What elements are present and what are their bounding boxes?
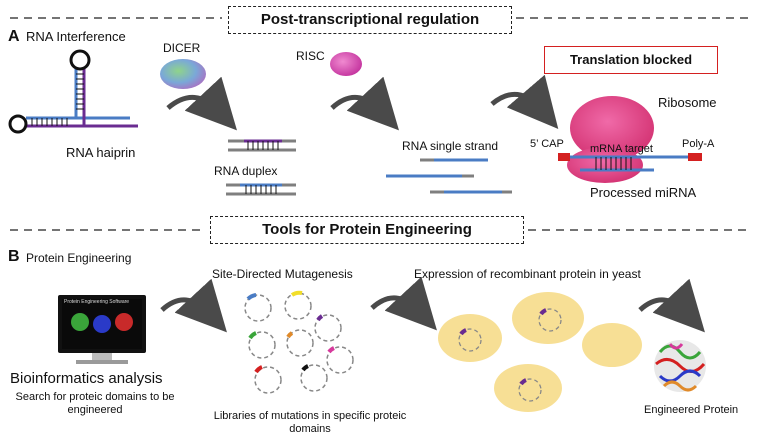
bioinfo-title: Bioinformatics analysis	[10, 370, 163, 387]
curved-arrow-icon	[490, 74, 559, 129]
libraries-label: Libraries of mutations in specific prote…	[213, 410, 407, 435]
translation-blocked-box: Translation blocked	[544, 46, 718, 74]
panel-b-letter: B	[8, 248, 20, 265]
computer-monitor-icon	[58, 295, 146, 364]
curved-arrow-icon	[638, 278, 705, 333]
cap-label: 5’ CAP	[530, 138, 564, 150]
single-strand-label: RNA single strand	[402, 139, 499, 153]
ribosome-complex	[558, 96, 702, 183]
bioinfo-description: Search for proteic domains to be enginee…	[15, 391, 175, 416]
rna-hairpin	[8, 49, 138, 134]
plasmid-library	[244, 292, 354, 394]
mrna-target-label: mRNA target	[590, 143, 653, 155]
dicer-label: DICER	[163, 41, 201, 55]
expression-label: Expression of recombinant protein in yea…	[414, 267, 641, 281]
engineered-protein	[654, 340, 706, 392]
risc-complex	[330, 52, 362, 76]
rna-duplex-purple	[228, 139, 296, 152]
mutation-markers	[246, 290, 335, 374]
polya-label: Poly-A	[682, 138, 715, 150]
ribosome-label: Ribosome	[658, 95, 717, 110]
curved-arrow-icon	[370, 276, 437, 331]
rna-duplex-blue	[226, 183, 296, 196]
sdm-title: Site-Directed Mutagenesis	[212, 267, 353, 281]
panel-a-letter: A	[8, 28, 20, 45]
header-protein-engineering: Tools for Protein Engineering	[210, 216, 524, 244]
yeast-cells	[438, 292, 642, 412]
mirna-label: Processed miRNA	[590, 185, 697, 200]
curved-arrow-icon	[160, 278, 227, 333]
dicer-enzyme	[160, 59, 206, 89]
software-label: Protein Engineering Software	[64, 299, 130, 305]
curved-arrow-icon	[330, 76, 399, 131]
risc-label: RISC	[296, 49, 325, 63]
panel-b-title: Protein Engineering	[26, 251, 132, 265]
rna-single-strand	[386, 158, 512, 194]
panel-a-title: RNA Interference	[26, 29, 126, 44]
duplex-label: RNA duplex	[214, 164, 278, 178]
engineered-protein-label: Engineered Protein	[644, 404, 739, 416]
hairpin-label: RNA haiprin	[66, 145, 136, 160]
curved-arrow-icon	[166, 76, 237, 131]
header-post-transcriptional: Post-transcriptional regulation	[228, 6, 512, 34]
